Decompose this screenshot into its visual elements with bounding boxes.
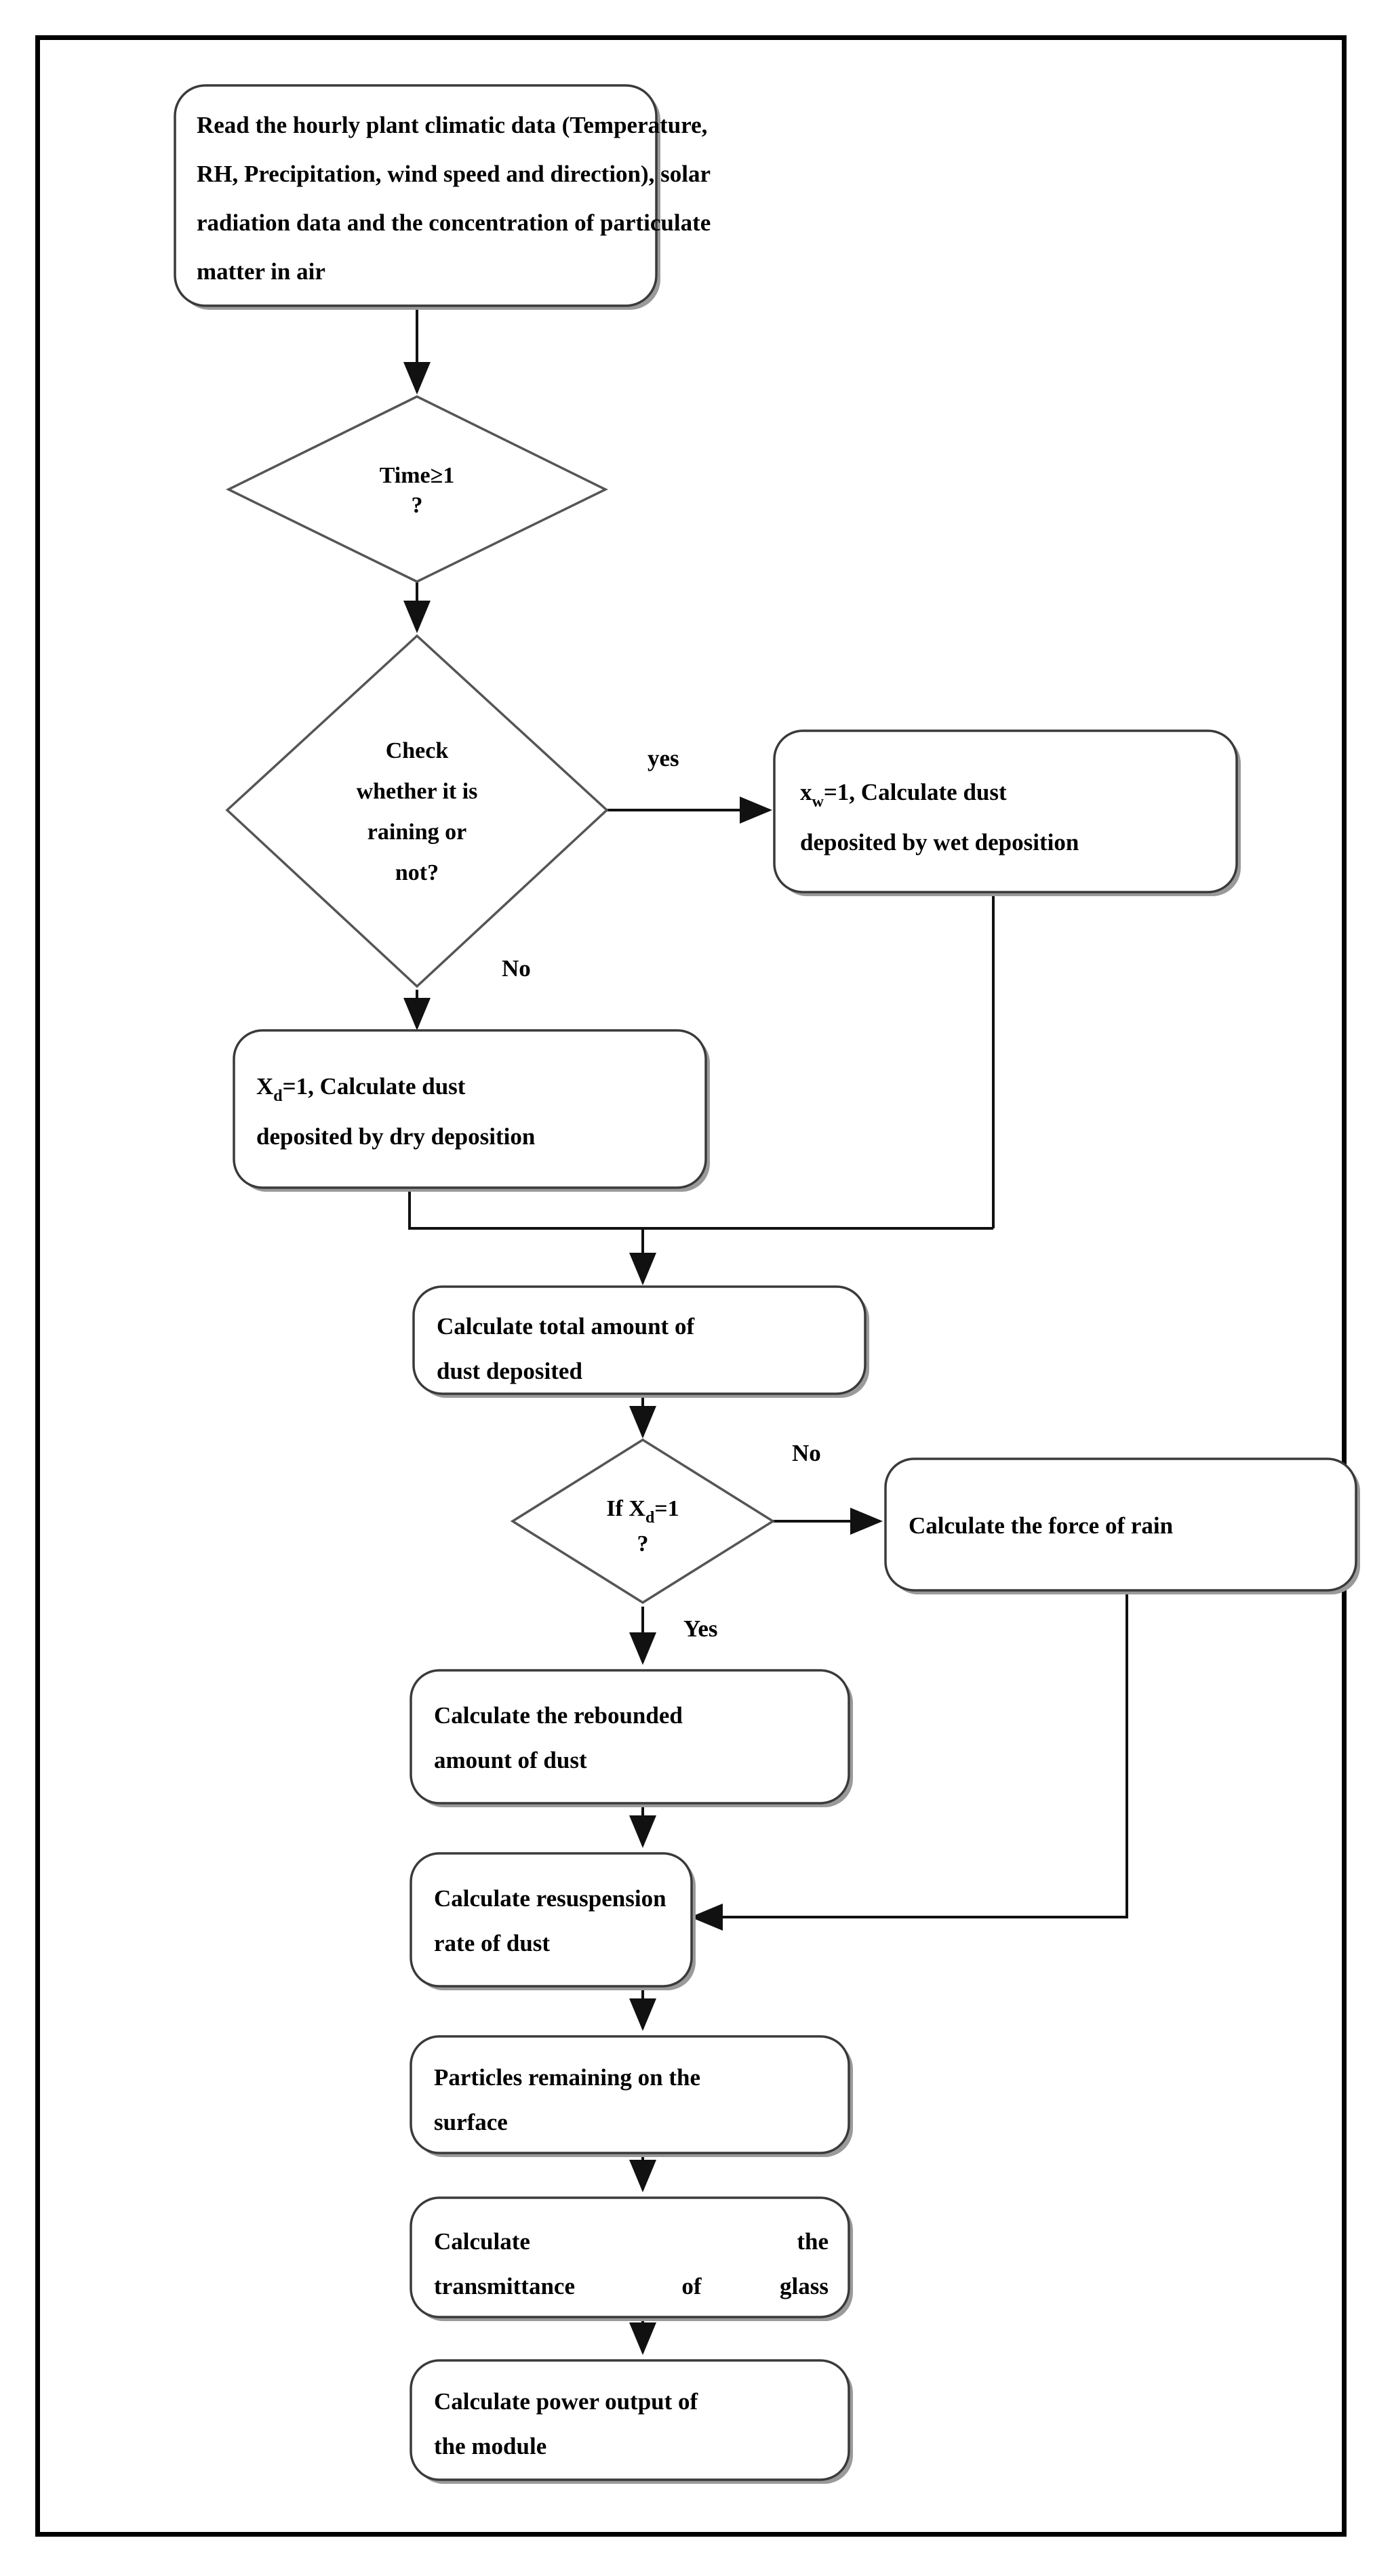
transmittance-word-1: Calculate (434, 2228, 530, 2255)
read-data-line-3: radiation data and the concentration of … (197, 209, 711, 236)
particles-remaining-line-2: surface (434, 2109, 508, 2135)
node-resuspension[interactable]: Calculate resuspension rate of dust (410, 1852, 696, 1990)
dry-deposition-line-1: Xd=1, Calculate dust (256, 1073, 466, 1105)
edge-force-to-resuspension (690, 1590, 1128, 1931)
edge-label-xd-yes: Yes (683, 1615, 718, 1642)
wet-deposition-line-1: xw=1, Calculate dust (800, 779, 1007, 811)
node-time-check[interactable]: Time≥1 ? (226, 395, 608, 583)
node-xd-check[interactable]: If Xd=1 ? (510, 1438, 776, 1605)
rebounded-dust-line-1: Calculate the rebounded (434, 1702, 683, 1729)
node-particles-remaining[interactable]: Particles remaining on the surface (410, 2035, 853, 2157)
edge-label-rain-yes: yes (648, 745, 679, 771)
node-wet-deposition[interactable]: xw=1, Calculate dust deposited by wet de… (773, 729, 1241, 896)
xd-check-line-2: ? (637, 1531, 649, 1556)
transmittance-word-3: transmittance (434, 2273, 575, 2299)
transmittance-word-4: of (681, 2273, 702, 2299)
node-force-of-rain[interactable]: Calculate the force of rain (884, 1457, 1360, 1594)
read-data-line-2: RH, Precipitation, wind speed and direct… (197, 161, 711, 187)
total-dust-line-2: dust deposited (437, 1358, 582, 1384)
node-read-data[interactable]: Read the hourly plant climatic data (Tem… (174, 84, 711, 310)
rain-check-line-1: Check (386, 738, 449, 763)
read-data-line-1: Read the hourly plant climatic data (Tem… (197, 112, 707, 138)
time-check-line-1: Time≥1 (380, 463, 455, 488)
time-check-line-2: ? (412, 493, 423, 518)
node-dry-deposition[interactable]: Xd=1, Calculate dust deposited by dry de… (233, 1029, 710, 1192)
rebounded-dust-line-2: amount of dust (434, 1747, 587, 1773)
power-output-line-1: Calculate power output of (434, 2388, 698, 2415)
resuspension-line-1: Calculate resuspension (434, 1885, 666, 1912)
node-transmittance[interactable]: Calculate the transmittance of glass (410, 2196, 853, 2321)
transmittance-word-2: the (797, 2228, 829, 2255)
resuspension-line-2: rate of dust (434, 1930, 550, 1956)
wet-deposition-line-2: deposited by wet deposition (800, 829, 1079, 856)
particles-remaining-line-1: Particles remaining on the (434, 2064, 700, 2091)
connectors (403, 308, 1128, 2355)
node-rebounded-dust[interactable]: Calculate the rebounded amount of dust (410, 1669, 853, 1807)
rain-check-line-4: not? (395, 860, 439, 885)
total-dust-line-1: Calculate total amount of (437, 1313, 694, 1340)
edge-label-rain-no: No (502, 955, 531, 982)
rain-check-line-2: whether it is (357, 779, 478, 804)
read-data-line-4: matter in air (197, 258, 325, 285)
xd-check-line-1: If Xd=1 (606, 1496, 679, 1527)
dry-deposition-line-2: deposited by dry deposition (256, 1123, 535, 1150)
force-of-rain-line-1: Calculate the force of rain (909, 1512, 1173, 1539)
transmittance-word-5: glass (780, 2273, 829, 2299)
edge-dry-to-junction (408, 1188, 993, 1230)
edge-label-xd-no: No (792, 1440, 821, 1466)
rain-check-line-3: raining or (367, 820, 466, 845)
power-output-line-2: the module (434, 2433, 546, 2459)
node-power-output[interactable]: Calculate power output of the module (410, 2359, 853, 2484)
node-total-dust[interactable]: Calculate total amount of dust deposited (412, 1285, 869, 1398)
node-rain-check[interactable]: Check whether it is raining or not? (225, 634, 609, 988)
